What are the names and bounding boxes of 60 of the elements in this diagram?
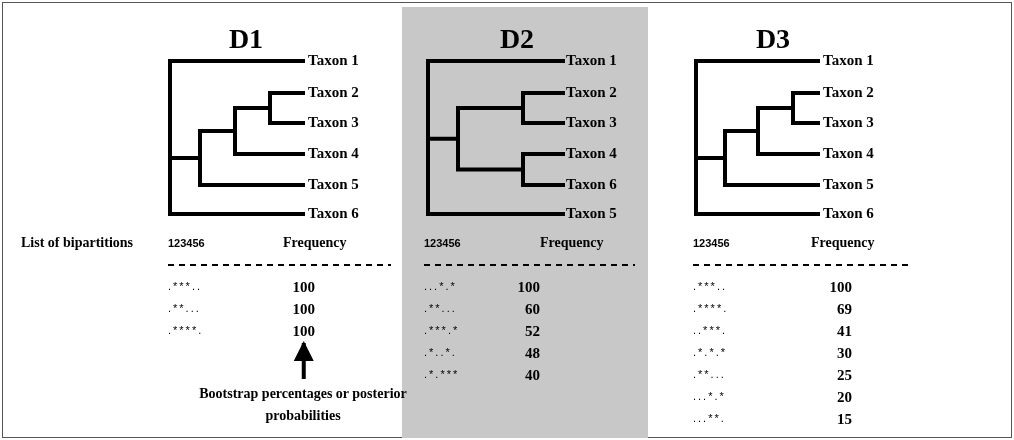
frequency-value: 52 <box>524 324 540 339</box>
taxon-label: Taxon 3 <box>823 115 874 130</box>
frequency-value: 15 <box>836 412 852 427</box>
bipartition-pattern: .***.. <box>168 281 202 292</box>
bipartition-pattern: .****. <box>168 325 204 336</box>
taxon-label: Taxon 2 <box>566 85 617 100</box>
taxon-label: Taxon 6 <box>566 177 617 192</box>
bipartition-pattern: .*.*** <box>424 369 460 380</box>
panel-title: D1 <box>228 25 264 53</box>
bipartition-pattern: .***.* <box>424 325 460 336</box>
taxon-label: Taxon 5 <box>308 177 359 192</box>
taxon-label: Taxon 4 <box>566 146 617 161</box>
column-heading: 123456 <box>693 238 730 249</box>
bipartition-pattern: ...**. <box>693 413 726 424</box>
bipartition-pattern: .*..*. <box>424 347 457 358</box>
panel-title: D3 <box>755 25 791 53</box>
taxon-label: Taxon 3 <box>308 115 359 130</box>
column-heading: Frequency <box>540 236 604 250</box>
column-heading: 123456 <box>424 238 461 249</box>
frequency-value: 30 <box>836 346 852 361</box>
frequency-value: 100 <box>516 280 540 295</box>
bipartition-pattern: ..***. <box>693 325 727 336</box>
bipartition-pattern: .**... <box>693 369 726 380</box>
frequency-value: 69 <box>836 302 852 317</box>
taxon-label: Taxon 3 <box>566 115 617 130</box>
taxon-label: Taxon 1 <box>308 53 359 68</box>
taxon-label: Taxon 6 <box>823 206 874 221</box>
taxon-label: Taxon 2 <box>823 85 874 100</box>
frequency-value: 25 <box>836 368 852 383</box>
column-heading: 123456 <box>168 238 205 249</box>
taxon-label: Taxon 1 <box>566 53 617 68</box>
frequency-value: 100 <box>291 302 315 317</box>
frequency-value: 100 <box>291 280 315 295</box>
row-heading: List of bipartitions <box>21 236 133 250</box>
frequency-value: 60 <box>524 302 540 317</box>
column-heading: Frequency <box>811 236 875 250</box>
bipartition-pattern: .**... <box>168 303 201 314</box>
taxon-label: Taxon 5 <box>566 206 617 221</box>
taxon-label: Taxon 2 <box>308 85 359 100</box>
bipartition-pattern: .**... <box>424 303 457 314</box>
column-heading: Frequency <box>283 236 347 250</box>
bipartition-pattern: .*.*.* <box>693 347 727 358</box>
frequency-value: 20 <box>836 390 852 405</box>
bipartition-pattern: .***.. <box>693 281 727 292</box>
frequency-value: 100 <box>828 280 852 295</box>
taxon-label: Taxon 6 <box>308 206 359 221</box>
frequency-value: 100 <box>265 324 315 339</box>
frequency-value: 48 <box>524 346 540 361</box>
arrow <box>293 341 314 379</box>
bipartition-pattern: .****. <box>693 303 729 314</box>
taxon-label: Taxon 5 <box>823 177 874 192</box>
bipartition-pattern: ...*.* <box>424 281 457 292</box>
annotation-note: Bootstrap percentages or posterior probabilities <box>193 383 413 427</box>
frequency-value: 41 <box>836 324 852 339</box>
bipartition-pattern: ...*.* <box>693 391 726 402</box>
taxon-label: Taxon 1 <box>823 53 874 68</box>
frequency-value: 40 <box>524 368 540 383</box>
taxon-label: Taxon 4 <box>308 146 359 161</box>
taxon-label: Taxon 4 <box>823 146 874 161</box>
panel-title: D2 <box>499 25 535 53</box>
